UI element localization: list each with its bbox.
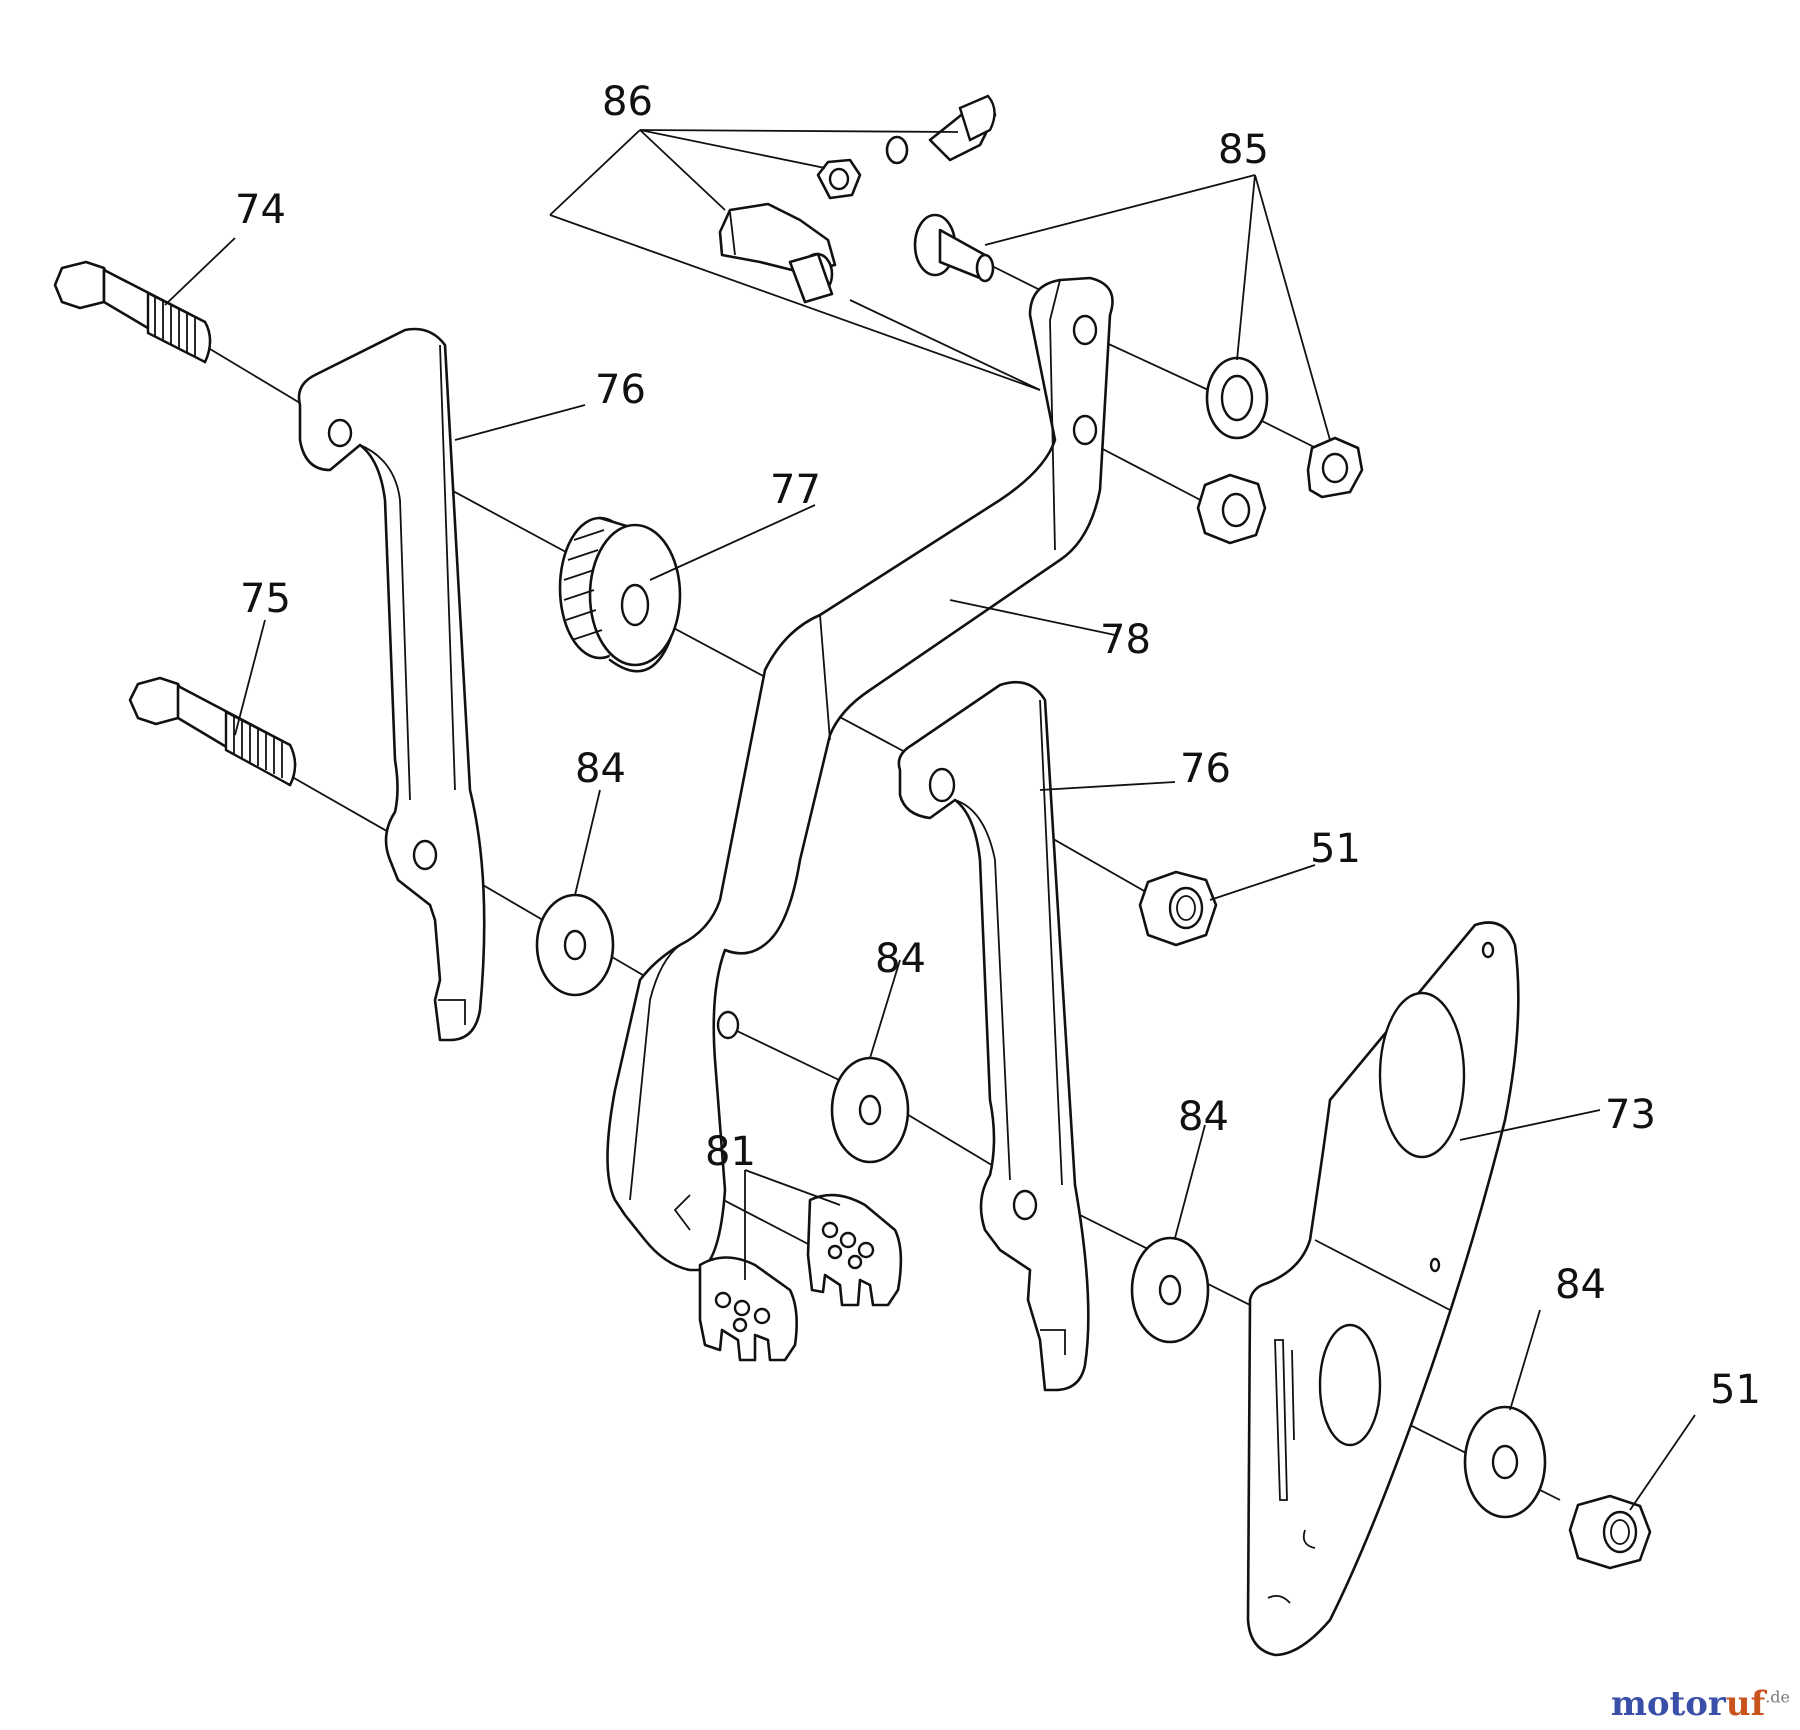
brake-arm-76-right (897, 680, 1090, 1392)
callout-51-a: 51 (1310, 826, 1361, 872)
leader-lines (164, 129, 1696, 1511)
bolt-75-thread (224, 710, 297, 787)
mounting-plate-73 (1246, 921, 1520, 1657)
callout-86: 86 (602, 79, 653, 125)
callout-81: 81 (705, 1129, 756, 1175)
watermark-part1: motor (1610, 1684, 1726, 1724)
washer-84-c (1130, 1236, 1210, 1344)
callout-76-right: 76 (1180, 746, 1231, 792)
callout-76-left: 76 (595, 367, 646, 413)
brake-lever-78 (606, 276, 1114, 1272)
watermark-part2: uf (1725, 1684, 1766, 1724)
bolt-74-thread (146, 291, 212, 364)
roller-77-knurl (563, 529, 605, 641)
callout-78: 78 (1100, 617, 1151, 663)
pin-set-85 (913, 213, 1364, 499)
callout-84-a: 84 (575, 746, 626, 792)
watermark-tld: .de (1765, 1687, 1790, 1707)
washer-84-b (830, 1056, 910, 1164)
watermark-logo: motoruf.de (1611, 1684, 1790, 1724)
washer-84-d (1463, 1405, 1547, 1519)
washer-84-a (535, 893, 615, 997)
callout-84-d: 84 (1555, 1262, 1606, 1308)
brake-pads-81 (698, 1193, 903, 1362)
bolt-75 (128, 676, 297, 787)
callout-75: 75 (240, 576, 291, 622)
callout-85: 85 (1218, 127, 1269, 173)
callout-51-b: 51 (1710, 1367, 1761, 1413)
lock-nut-51-a (1138, 870, 1218, 947)
pivot-assembly-86 (718, 94, 997, 304)
bolt-74 (53, 260, 212, 364)
nut-85-flange (1196, 473, 1267, 545)
callout-77: 77 (770, 467, 821, 513)
callout-74: 74 (235, 187, 286, 233)
callout-73: 73 (1605, 1092, 1656, 1138)
lock-nut-51-b (1568, 1494, 1652, 1570)
brake-arm-76-left (297, 327, 486, 1042)
callout-84-c: 84 (1178, 1094, 1229, 1140)
callout-84-b: 84 (875, 936, 926, 982)
callout-labels: 86 85 74 76 77 78 75 84 76 51 84 73 81 8… (235, 79, 1761, 1413)
roller-77 (558, 516, 682, 673)
